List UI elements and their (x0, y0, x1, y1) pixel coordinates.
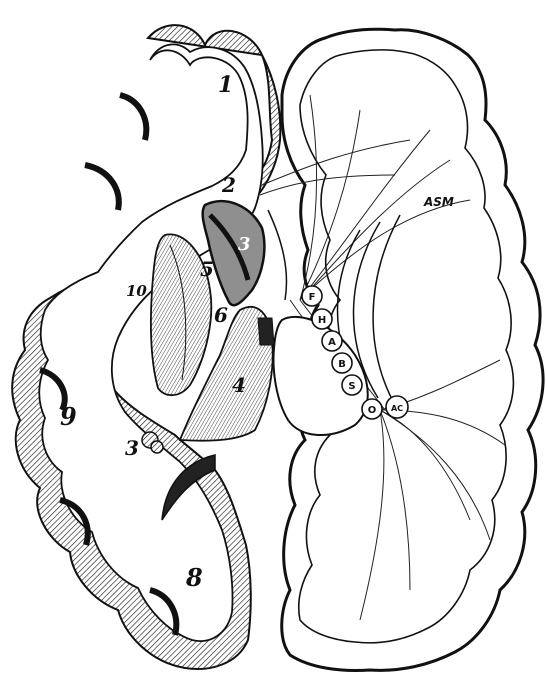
tract-f: F (302, 286, 322, 306)
tract-ac-label: AC (391, 404, 403, 413)
internal-arc-c (373, 215, 400, 405)
left-sulcus-b (85, 165, 119, 210)
tract-b-label: B (338, 359, 346, 370)
tract-s: S (342, 375, 362, 395)
label-asm: ASM (423, 195, 454, 209)
tract-o: O (362, 399, 382, 419)
label-9: 9 (60, 402, 77, 431)
label-10: 10 (126, 282, 147, 300)
label-8: 8 (185, 563, 203, 592)
label-caudate: 3 (238, 234, 251, 255)
tract-o-label: O (368, 405, 377, 416)
internal-arc-d (268, 210, 286, 300)
tract-ac: AC (386, 396, 408, 418)
label-4: 4 (232, 373, 246, 397)
tract-b: B (332, 353, 352, 373)
amygdala-circle-b (151, 441, 163, 453)
label-5: 5 (200, 257, 214, 281)
tract-h: H (312, 309, 332, 329)
label-3: 3 (125, 436, 139, 460)
label-6: 6 (214, 303, 228, 327)
tract-a-label: A (328, 337, 336, 348)
tract-h-label: H (318, 315, 326, 326)
small-dark-nucleus (258, 318, 274, 345)
tract-s-label: S (348, 381, 355, 392)
label-2: 2 (221, 173, 236, 197)
label-1: 1 (218, 72, 233, 98)
left-sulcus-a (120, 95, 146, 140)
tract-f-label: F (309, 292, 316, 303)
tract-a: A (322, 331, 342, 351)
